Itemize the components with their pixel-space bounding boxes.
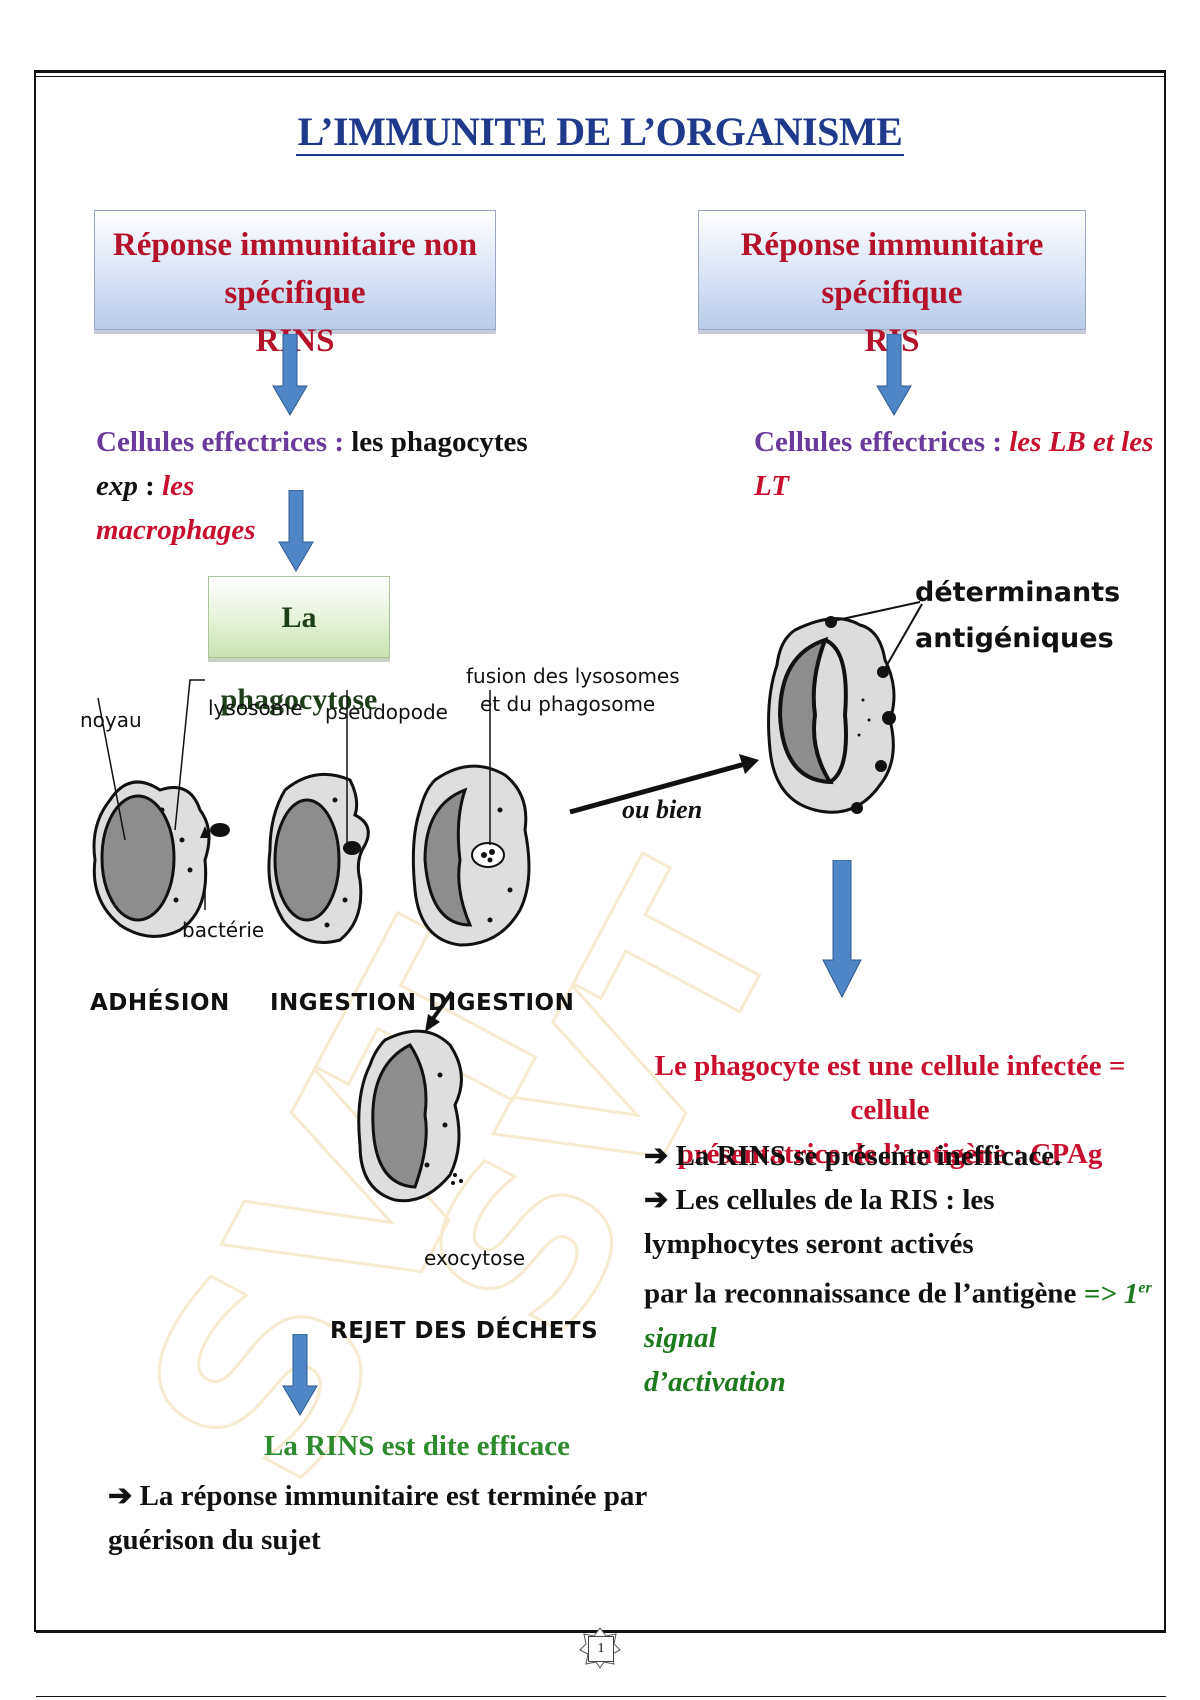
cells-red1: les xyxy=(162,470,195,502)
determinants-line1: déterminants xyxy=(915,577,1121,608)
cpa-text: Le phagocyte est une cellule infectée = … xyxy=(640,1044,1140,1176)
ris-box: Réponse immunitaire spécifique RIS xyxy=(698,210,1086,359)
arrow-bullet-icon: ➔ xyxy=(108,1480,140,1512)
rins-efficace: La RINS est dite efficace xyxy=(264,1430,571,1462)
rins-box: Réponse immunitaire non spécifique RINS xyxy=(94,210,496,359)
cpa-cell-diagram xyxy=(767,616,896,814)
stage-ingestion: INGESTION xyxy=(270,990,417,1016)
right-border xyxy=(1164,70,1166,1632)
phagocytosis-diagram xyxy=(92,679,531,1203)
bullet-2-line2: par la reconnaissance de l’antigène => 1… xyxy=(644,1266,1154,1360)
footer-rule xyxy=(36,1696,1166,1697)
label-lysosome: lysosome xyxy=(208,696,303,720)
rejet-cell xyxy=(357,1029,463,1203)
conclusion-text: La réponse immunitaire est terminée par … xyxy=(108,1480,647,1556)
arrow-right-icon xyxy=(569,754,759,815)
left-border xyxy=(34,70,36,1632)
stage-adhesion: ADHÉSION xyxy=(90,990,230,1016)
label-determinants: déterminants antigéniques xyxy=(915,570,1120,662)
bullet-2-line3: d’activation xyxy=(644,1365,786,1398)
stage-rejet: REJET DES DÉCHETS xyxy=(330,1318,599,1344)
right-bullets: ➔ La RINS se présente inefficace. ➔ Les … xyxy=(644,1134,1154,1404)
page-title: L’IMMUNITE DE L’ORGANISME xyxy=(295,109,905,156)
bullet-2: ➔ Les cellules de la RIS : les lymphocyt… xyxy=(644,1178,1154,1266)
label-fusion-2: et du phagosome xyxy=(480,692,656,716)
bullet-2-signal: => 1er signal xyxy=(644,1277,1152,1354)
cpa-line1: Le phagocyte est une cellule infectée = … xyxy=(654,1050,1126,1126)
arrow-down-icon xyxy=(278,490,314,572)
stage-digestion: DIGESTION xyxy=(428,990,575,1016)
top-rule-thin xyxy=(36,76,1166,77)
cells-label: Cellules effectrices : xyxy=(96,426,344,458)
rins-box-line1: Réponse immunitaire non spécifique xyxy=(112,227,478,311)
right-cells-effectrices: Cellules effectrices : les LB et les LT xyxy=(754,420,1154,508)
cells-red2: macrophages xyxy=(96,514,256,546)
cells-label: Cellules effectrices : xyxy=(754,426,1002,458)
arrow-down-icon xyxy=(272,334,308,416)
arrow-bullet-icon: ➔ xyxy=(644,1140,676,1172)
arrow-down-icon xyxy=(822,860,862,998)
conclusion: ➔ La réponse immunitaire est terminée pa… xyxy=(108,1474,728,1562)
determinant-leader-lines xyxy=(832,601,923,670)
label-noyau: noyau xyxy=(80,708,142,732)
arrow-down-icon xyxy=(282,1334,318,1416)
cpa-line2: présentatrice de l’antigène : CPAg xyxy=(677,1138,1103,1170)
digestion-cell xyxy=(411,764,531,947)
arrow-down-icon xyxy=(876,334,912,416)
bullet-1: ➔ La RINS se présente inefficace. xyxy=(644,1134,1154,1178)
cells-colon: : xyxy=(145,470,155,502)
label-exocytose: exocytose xyxy=(424,1246,526,1270)
bullet-1-text: La RINS se présente inefficace. xyxy=(675,1140,1062,1172)
phagocytose-label: La phagocytose xyxy=(220,601,378,716)
label-fusion-1: fusion des lysosomes xyxy=(466,664,680,688)
ou-bien-label: ou bien xyxy=(622,795,703,824)
cells-text: les phagocytes xyxy=(351,426,528,458)
top-rule xyxy=(36,70,1166,73)
label-bacterie: bactérie xyxy=(182,918,265,942)
bullet-2-line1: Les cellules de la RIS : les lymphocytes… xyxy=(644,1184,995,1260)
determinants-line2: antigéniques xyxy=(915,623,1114,654)
ris-box-line1: Réponse immunitaire spécifique xyxy=(740,227,1044,311)
bullet-2-line2-a: par la reconnaissance de l’antigène xyxy=(644,1277,1077,1310)
ingestion-cell xyxy=(267,772,370,944)
phagocytose-box: La phagocytose xyxy=(208,576,390,716)
cells-red: les LB et les LT xyxy=(754,426,1154,502)
arrow-bullet-icon: ➔ xyxy=(644,1184,676,1216)
left-cells-effectrices: Cellules effectrices : les phagocytes ex… xyxy=(96,420,556,552)
adhesion-cell xyxy=(92,780,230,938)
cells-exp: exp xyxy=(96,470,138,502)
label-pseudopode: pseudopode xyxy=(325,700,448,724)
page-number: 1 xyxy=(588,1636,614,1662)
